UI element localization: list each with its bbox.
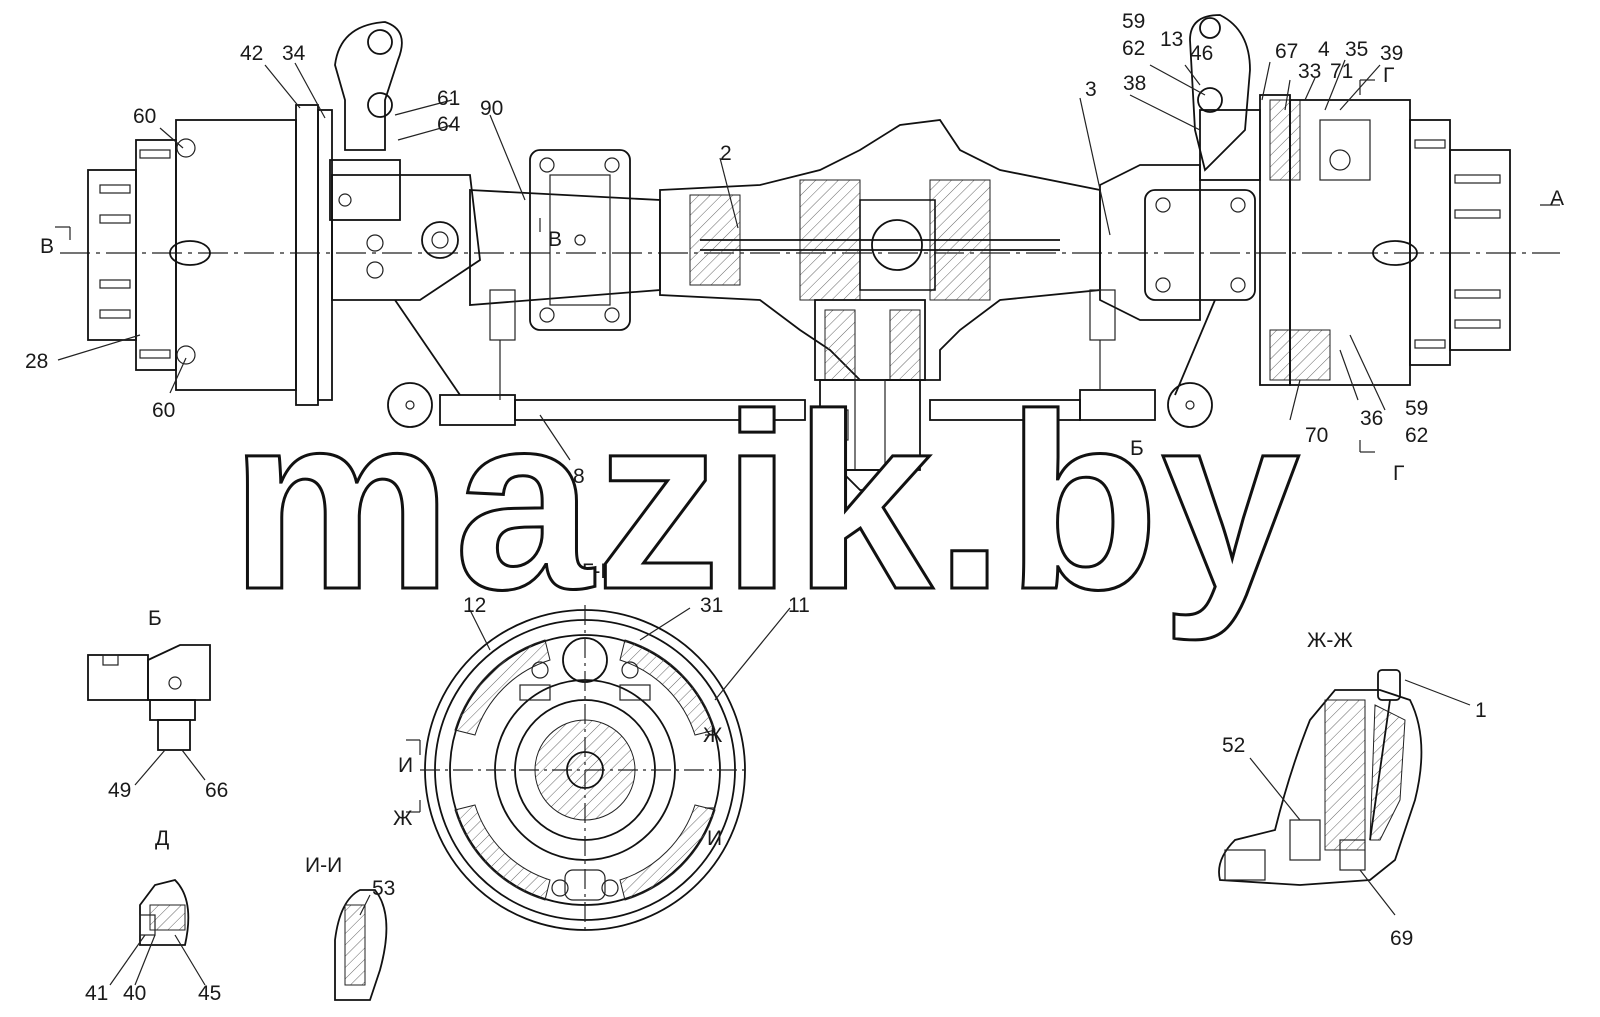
label-section-i-right: И — [707, 827, 722, 850]
label-59: 59 — [1122, 10, 1145, 33]
label-69: 69 — [1390, 927, 1413, 950]
label-70: 70 — [1305, 424, 1328, 447]
label-section-g-top: Г — [1383, 64, 1394, 87]
label-61: 61 — [437, 87, 460, 110]
label-52: 52 — [1222, 734, 1245, 757]
label-66: 66 — [205, 779, 228, 802]
label-41: 41 — [85, 982, 108, 1005]
label-section-g-g: Г-Г — [582, 560, 612, 583]
label-40: 40 — [123, 982, 146, 1005]
label-62: 62 — [1122, 37, 1145, 60]
label-detail-d: Д — [155, 827, 169, 850]
label-71: 71 — [1330, 60, 1353, 83]
detail-b-view — [87, 644, 211, 786]
label-section-g-bottom: Г — [1393, 462, 1404, 485]
label-section-v-left: В — [40, 235, 54, 258]
right-wheel-hub — [1259, 94, 1511, 386]
label-62-bottom: 62 — [1405, 424, 1428, 447]
label-view-b-marker: Б — [1130, 437, 1144, 460]
label-1: 1 — [1475, 699, 1487, 722]
label-11: 11 — [788, 594, 810, 617]
section-i-i-view — [334, 889, 388, 1001]
label-90: 90 — [480, 97, 503, 120]
section-zh-zh-view — [1218, 669, 1471, 916]
label-view-a: А — [1550, 187, 1564, 210]
label-28: 28 — [25, 350, 48, 373]
label-detail-b: Б — [148, 607, 162, 630]
label-section-i-i: И-И — [305, 854, 342, 877]
label-59-bottom: 59 — [1405, 397, 1428, 420]
section-g-g-brake-view — [406, 605, 791, 935]
label-2: 2 — [720, 142, 732, 165]
label-46: 46 — [1190, 42, 1213, 65]
label-35: 35 — [1345, 38, 1368, 61]
label-42: 42 — [240, 42, 263, 65]
tie-rod — [387, 289, 1216, 428]
leader-lines — [57, 59, 1386, 461]
label-64: 64 — [437, 113, 461, 136]
callout-labels: 60 42 34 61 64 90 2 3 59 62 13 38 46 67 … — [25, 10, 1564, 1005]
label-section-zh-zh: Ж-Ж — [1307, 629, 1353, 652]
label-31: 31 — [700, 594, 723, 617]
label-33: 33 — [1298, 60, 1321, 83]
label-67: 67 — [1275, 40, 1298, 63]
label-60-bottom: 60 — [152, 399, 175, 422]
label-section-zh-right: Ж — [703, 724, 723, 747]
left-axle-tube — [469, 149, 661, 331]
label-60: 60 — [133, 105, 156, 128]
label-49: 49 — [108, 779, 131, 802]
label-34: 34 — [282, 42, 306, 65]
left-wheel-hub — [87, 104, 333, 406]
detail-d-view — [109, 879, 206, 986]
label-4: 4 — [1318, 38, 1330, 61]
label-45: 45 — [198, 982, 221, 1005]
watermark-text: mazik.by — [230, 362, 1302, 641]
label-section-zh-left: Ж — [393, 807, 413, 830]
label-12: 12 — [463, 594, 486, 617]
label-38: 38 — [1123, 72, 1146, 95]
label-13: 13 — [1160, 28, 1183, 51]
label-36: 36 — [1360, 407, 1383, 430]
label-8: 8 — [573, 465, 585, 488]
label-3: 3 — [1085, 78, 1097, 101]
label-39: 39 — [1380, 42, 1403, 65]
label-53: 53 — [372, 877, 395, 900]
left-steering-lever — [329, 21, 481, 301]
right-axle-tube — [1099, 164, 1256, 321]
main-axle-view — [55, 14, 1560, 491]
label-section-i-left: И — [398, 754, 413, 777]
differential-housing — [659, 119, 1101, 491]
right-steering-lever — [1189, 14, 1261, 181]
label-section-v-right: В — [548, 228, 562, 251]
